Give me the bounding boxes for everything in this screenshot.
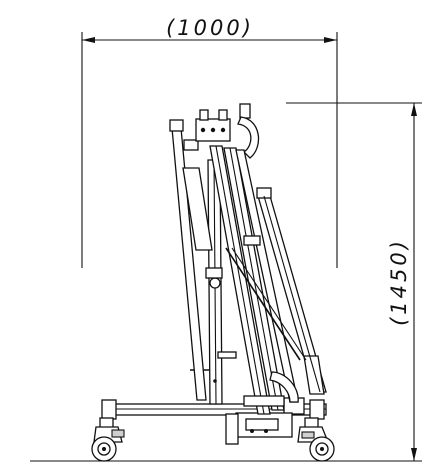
lower-bracket bbox=[243, 395, 285, 407]
width-dimension: (1000) bbox=[81, 16, 338, 268]
lower-hook bbox=[269, 371, 299, 403]
boom-clamp bbox=[243, 235, 261, 246]
width-arrowhead-right bbox=[324, 37, 337, 43]
base-end-cap-right bbox=[309, 399, 325, 420]
mast-foot-pedal bbox=[217, 351, 237, 359]
height-arrowhead-top bbox=[411, 103, 417, 116]
cross-strut bbox=[225, 247, 301, 361]
outer-leg bbox=[256, 187, 327, 395]
caster-brake-left bbox=[111, 429, 125, 438]
caster-left bbox=[91, 417, 125, 462]
caster-right bbox=[297, 417, 335, 462]
folded-patient-lift bbox=[91, 103, 335, 462]
height-arrowhead-bottom bbox=[411, 448, 417, 461]
boom-top-cap bbox=[239, 103, 251, 119]
height-dimension-label: (1450) bbox=[387, 238, 411, 326]
push-handle bbox=[237, 116, 260, 159]
head-bracket bbox=[195, 103, 251, 142]
mast-pivot bbox=[209, 277, 221, 289]
base-end-cap-left bbox=[101, 399, 117, 420]
width-dimension-label: (1000) bbox=[166, 16, 254, 40]
base-clamp bbox=[225, 412, 293, 445]
caster-brake-right bbox=[301, 431, 315, 439]
boom-arm bbox=[209, 145, 299, 415]
height-dimension: (1450) bbox=[286, 102, 422, 462]
outer-leg-foot bbox=[303, 355, 325, 395]
actuator bbox=[169, 119, 213, 401]
actuator-cylinder bbox=[182, 167, 213, 251]
width-arrowhead-left bbox=[82, 37, 95, 43]
actuator-top-cap bbox=[169, 119, 184, 132]
